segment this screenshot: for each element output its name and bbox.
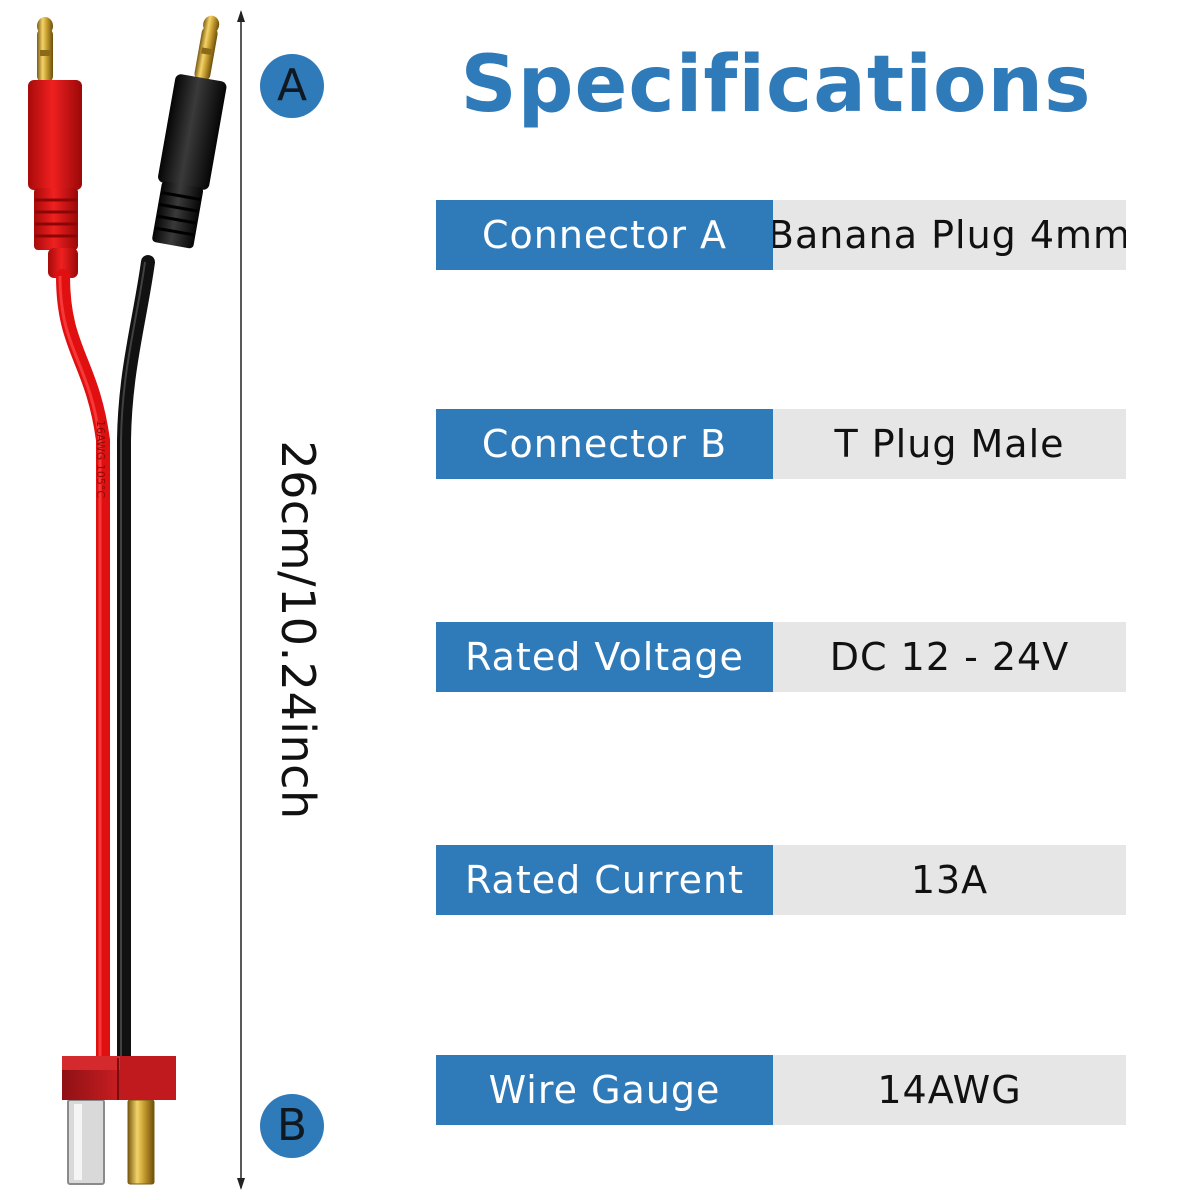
spec-label: Wire Gauge [436,1055,773,1125]
spec-row-connector-a: Connector A Banana Plug 4mm [436,200,1126,270]
spec-value: DC 12 - 24V [773,622,1126,692]
spec-label: Connector B [436,409,773,479]
spec-value: Banana Plug 4mm [773,200,1126,270]
spec-row-connector-b: Connector B T Plug Male [436,409,1126,479]
spec-label: Rated Current [436,845,773,915]
red-wire [56,269,110,1067]
red-banana-plug [28,17,82,278]
page-title: Specifications [460,40,1092,130]
connector-b-badge: B [260,1094,324,1158]
spec-value: 13A [773,845,1126,915]
black-banana-plug [152,15,227,249]
spec-value: 14AWG [773,1055,1126,1125]
spec-label: Connector A [436,200,773,270]
black-wire [117,255,155,1067]
spec-row-rated-current: Rated Current 13A [436,845,1126,915]
dimension-text: 26cm/10.24inch [271,440,325,820]
spec-label: Rated Voltage [436,622,773,692]
spec-row-rated-voltage: Rated Voltage DC 12 - 24V [436,622,1126,692]
spec-row-wire-gauge: Wire Gauge 14AWG [436,1055,1126,1125]
dimension-line [237,10,245,1190]
t-plug-connector [62,1056,176,1185]
connector-a-badge: A [260,54,324,118]
wire-print: 16AWG 105°C [94,420,107,498]
cable-product-image: 16AWG 105°C [28,15,227,1185]
spec-value: T Plug Male [773,409,1126,479]
